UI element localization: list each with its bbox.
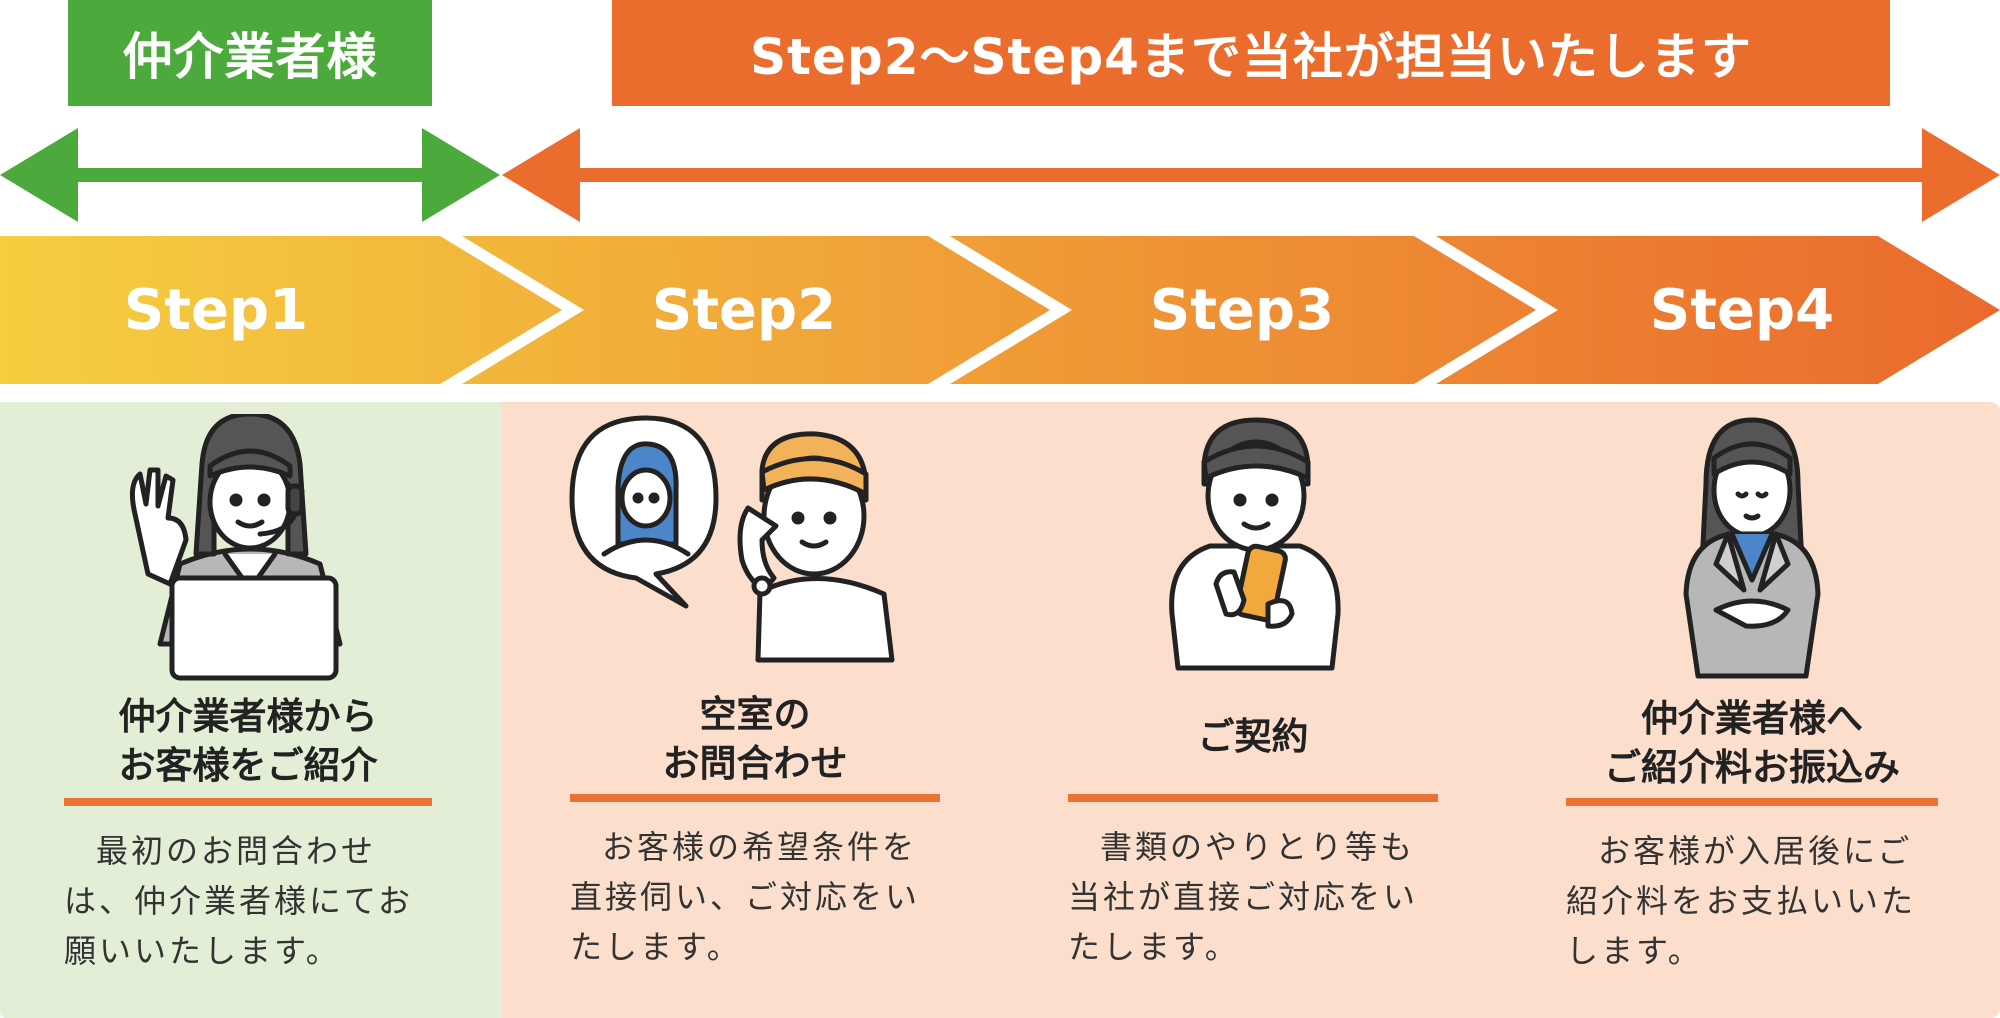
company-label: Step2〜Step4まで当社が担当いたします [612, 0, 1890, 106]
step4-label: Step4 [1649, 277, 1835, 343]
step4-title: 仲介業者様へ ご紹介料お振込み [1604, 697, 1900, 789]
step2-label: Step2 [651, 277, 837, 343]
step1-title: 仲介業者様から お客様をご紹介 [118, 695, 378, 787]
step1-chevron [0, 236, 562, 384]
company-range-arrow [502, 128, 2000, 222]
step2-title: 空室の お問合わせ [662, 693, 848, 785]
step1-description: 最初のお問合わせは、仲介業者様にてお願いいたします。 [64, 832, 414, 970]
headset-operator-icon [129, 414, 343, 681]
step3-description: 書類のやりとり等も当社が直接ご対応をいたします。 [1068, 828, 1419, 966]
step2-description: お客様の希望条件を直接伺い、ご対応をいたします。 [570, 828, 921, 966]
step4-chevron [1436, 236, 2000, 384]
step4-description: お客様が入居後にご紹介料をお支払いいたします。 [1566, 832, 1917, 970]
step1-label: Step1 [123, 277, 309, 343]
step3-title: ご契約 [1197, 715, 1309, 758]
step2-chevron [462, 236, 1050, 384]
step1-divider [64, 798, 432, 806]
step3-chevron [950, 236, 1536, 384]
step2-divider [570, 794, 940, 802]
bowing-businesswoman-icon [1683, 417, 1821, 679]
smartphone-user-icon [1169, 417, 1341, 671]
step4-divider [1566, 798, 1938, 806]
agent-range-arrow [0, 128, 500, 222]
agent-label: 仲介業者様 [68, 0, 432, 106]
step-flow-graphic [0, 128, 2000, 384]
step3-divider [1068, 794, 1438, 802]
phone-call-icon [569, 415, 895, 663]
step3-label: Step3 [1149, 277, 1335, 343]
